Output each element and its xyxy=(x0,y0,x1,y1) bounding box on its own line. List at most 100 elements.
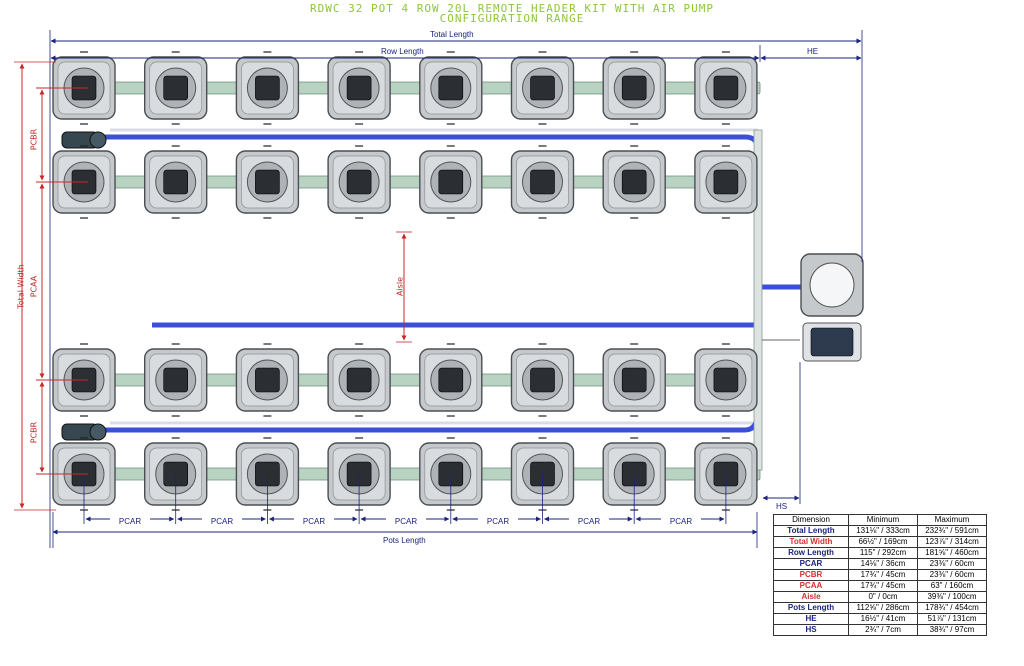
he-label: HE xyxy=(807,47,819,56)
dimension-table-header: Dimension Minimum Maximum xyxy=(773,514,987,526)
minimum-value: 16½" / 41cm xyxy=(848,613,918,625)
pcar-label-6: PCAR xyxy=(569,517,609,526)
header-minimum: Minimum xyxy=(848,514,918,526)
maximum-value: 38¾" / 97cm xyxy=(917,624,987,636)
pot xyxy=(327,51,391,125)
diagram-subtitle: CONFIGURATION RANGE xyxy=(439,12,585,25)
air-pump xyxy=(810,327,854,357)
pot xyxy=(235,343,300,417)
net-pot xyxy=(530,367,555,393)
dimension-name: HS xyxy=(773,624,849,636)
pcar-label-2: PCAR xyxy=(202,517,242,526)
net-pot xyxy=(255,75,280,101)
net-pot xyxy=(438,169,464,195)
net-pot xyxy=(621,75,647,101)
pot xyxy=(327,343,391,417)
net-pot xyxy=(346,367,372,393)
net-pot xyxy=(163,75,188,101)
header-dimension: Dimension xyxy=(773,514,849,526)
pcar-label-3: PCAR xyxy=(294,517,334,526)
maximum-value: 232¾" / 591cm xyxy=(917,525,987,537)
net-pot xyxy=(255,169,280,195)
dimension-name: PCAA xyxy=(773,580,849,592)
hs-label: HS xyxy=(776,502,788,511)
net-pot xyxy=(163,367,188,393)
aisle-label: Aisle xyxy=(395,277,405,297)
pot xyxy=(694,145,758,219)
dimension-name: Pots Length xyxy=(773,602,849,614)
net-pot xyxy=(438,75,464,101)
dimension-name: Total Length xyxy=(773,525,849,537)
pots-layer xyxy=(52,51,864,511)
minimum-value: 14⅛" / 36cm xyxy=(848,558,918,570)
maximum-value: 63" / 160cm xyxy=(917,580,987,592)
net-pot xyxy=(346,75,372,101)
dimension-name: Row Length xyxy=(773,547,849,559)
row-length-label: Row Length xyxy=(381,47,424,56)
maximum-value: 181⅝" / 460cm xyxy=(917,547,987,559)
net-pot xyxy=(713,75,739,101)
pot xyxy=(602,51,666,125)
net-pot xyxy=(530,169,555,195)
pot xyxy=(419,145,483,219)
net-pot xyxy=(621,367,647,393)
minimum-value: 17¾" / 45cm xyxy=(848,569,918,581)
net-pot xyxy=(255,367,280,393)
maximum-value: 39⅜" / 100cm xyxy=(917,591,987,603)
maximum-value: 23⅜" / 60cm xyxy=(917,558,987,570)
net-pot xyxy=(530,75,555,101)
minimum-value: 0" / 0cm xyxy=(848,591,918,603)
pot xyxy=(694,51,758,125)
maximum-value: 178¾" / 454cm xyxy=(917,602,987,614)
pcar-label-4: PCAR xyxy=(386,517,426,526)
pcar-label-7: PCAR xyxy=(661,517,701,526)
dimension-name: HE xyxy=(773,613,849,625)
pot xyxy=(143,437,208,511)
pot xyxy=(143,343,208,417)
pcar-label-5: PCAR xyxy=(478,517,518,526)
pot xyxy=(602,343,666,417)
dimension-name: Total Width xyxy=(773,536,849,548)
pcbr-label-bottom: PCBR xyxy=(29,421,39,444)
minimum-value: 2¾" / 7cm xyxy=(848,624,918,636)
pot xyxy=(143,145,208,219)
pot xyxy=(694,343,758,417)
net-pot xyxy=(713,169,739,195)
minimum-value: 17¾" / 45cm xyxy=(848,580,918,592)
net-pot xyxy=(163,169,188,195)
pcbr-label-top: PCBR xyxy=(29,128,39,151)
pot xyxy=(602,145,666,219)
total-length-label: Total Length xyxy=(430,30,474,39)
net-pot xyxy=(713,367,739,393)
pot xyxy=(419,343,483,417)
maximum-value: 51⅞" / 131cm xyxy=(917,613,987,625)
minimum-value: 112⅝" / 286cm xyxy=(848,602,918,614)
minimum-value: 131⅛" / 333cm xyxy=(848,525,918,537)
maximum-value: 23⅜" / 60cm xyxy=(917,569,987,581)
pot xyxy=(510,145,575,219)
dimension-name: Aisle xyxy=(773,591,849,603)
pot xyxy=(419,51,483,125)
header-lid xyxy=(809,262,855,308)
dimension-name: PCBR xyxy=(773,569,849,581)
pcar-label-1: PCAR xyxy=(110,517,150,526)
pump-head xyxy=(89,131,107,149)
minimum-value: 115" / 292cm xyxy=(848,547,918,559)
diagram-title: RDWC 32 POT 4 ROW 20L REMOTE HEADER KIT … xyxy=(310,2,714,15)
net-pot xyxy=(346,169,372,195)
pcaa-label: PCAA xyxy=(29,275,39,298)
manifold-pipe xyxy=(753,129,763,471)
pot xyxy=(143,51,208,125)
